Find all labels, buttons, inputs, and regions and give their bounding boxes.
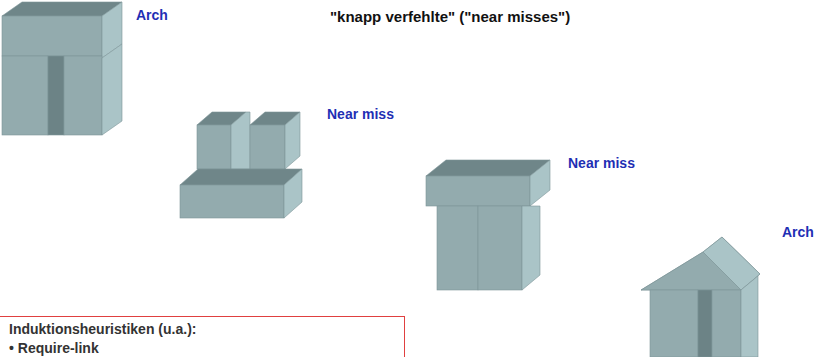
heuristics-box: Induktionsheuristiken (u.a.):• Require-l… — [0, 316, 405, 357]
box-text: • Require-link — [9, 339, 396, 357]
figure-label: Arch — [782, 224, 814, 240]
box-text: Induktionsheuristiken (u.a.): — [9, 320, 396, 339]
figure-label: Near miss — [568, 155, 635, 171]
diagram-title: "knapp verfehlte" ("near misses") — [330, 8, 570, 25]
figure-label: Arch — [136, 7, 168, 23]
figure-label: Near miss — [327, 106, 394, 122]
